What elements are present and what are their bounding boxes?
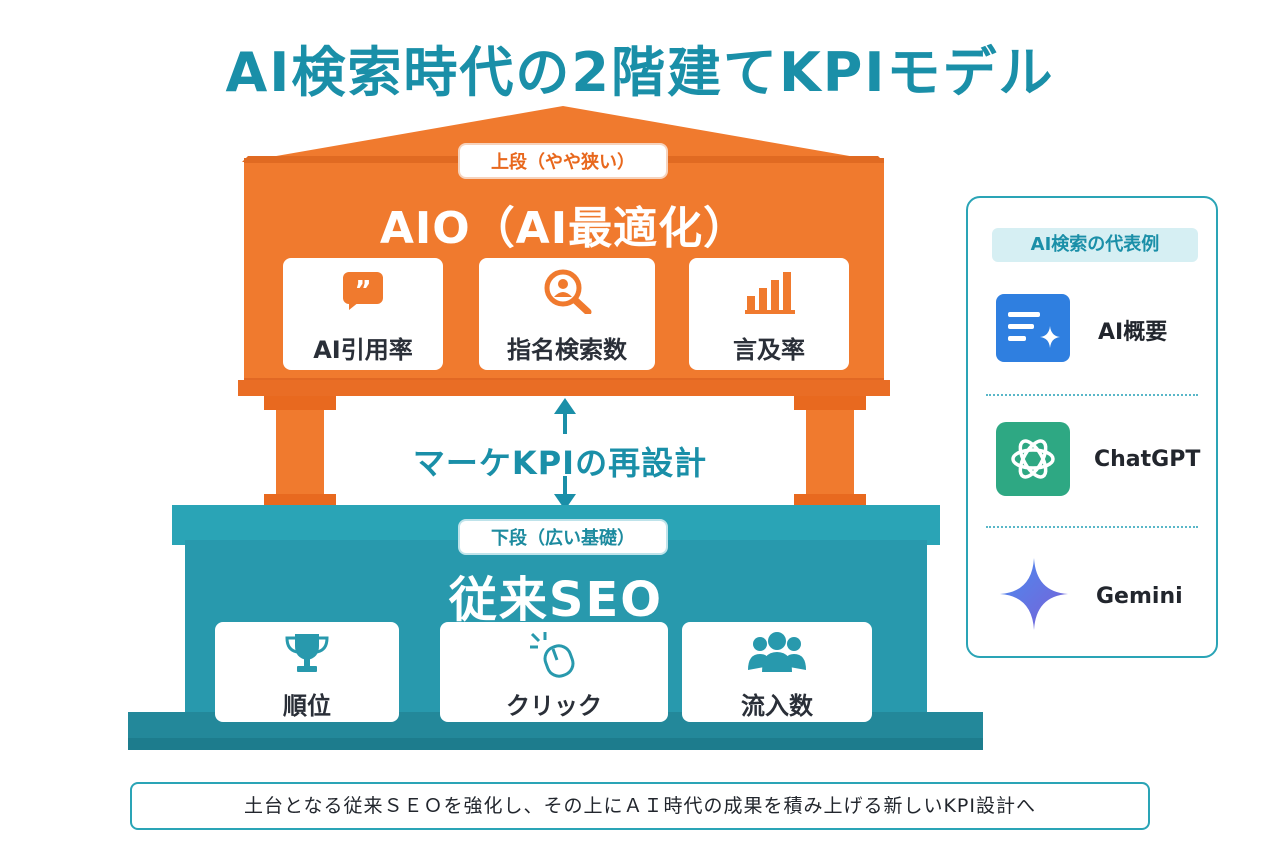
upper-floor-base bbox=[238, 380, 890, 396]
page-title: AI検索時代の2階建てKPIモデル bbox=[225, 41, 1055, 104]
gemini-icon bbox=[1000, 558, 1068, 630]
kpi-label: 指名検索数 bbox=[507, 336, 627, 364]
right-column-capital bbox=[794, 396, 866, 410]
right-column bbox=[806, 410, 854, 496]
tool-label-gemini: Gemini bbox=[1096, 584, 1183, 609]
people-icon bbox=[748, 632, 806, 672]
footer-message: 土台となる従来ＳＥＯを強化し、その上にＡＩ時代の成果を積み上げる新しいKPI設計… bbox=[130, 782, 1150, 830]
tool-label-ai-overview: AI概要 bbox=[1098, 320, 1168, 345]
lower-floor-ground bbox=[128, 738, 983, 750]
svg-text:”: ” bbox=[354, 276, 371, 306]
panel-divider bbox=[986, 394, 1198, 396]
kpi-label: 順位 bbox=[283, 692, 331, 720]
kpi-label: 言及率 bbox=[733, 336, 805, 364]
upper-title: AIO（AI最適化） bbox=[379, 203, 749, 254]
right-column-base bbox=[794, 494, 866, 508]
trophy-icon bbox=[285, 634, 329, 672]
tool-label-chatgpt: ChatGPT bbox=[1094, 447, 1201, 472]
person-search-icon bbox=[544, 269, 592, 314]
left-column bbox=[276, 410, 324, 496]
kpi-label: 流入数 bbox=[741, 692, 813, 720]
quote-icon: ” bbox=[343, 272, 383, 310]
mouse-click-icon bbox=[530, 632, 575, 678]
kpi-card-traffic: 流入数 bbox=[682, 622, 872, 722]
ai-overview-icon bbox=[996, 294, 1070, 362]
kpi-label: AI引用率 bbox=[313, 336, 413, 364]
kpi-redesign-label: マーケKPIの再設計 bbox=[412, 444, 708, 482]
left-column-capital bbox=[264, 396, 336, 410]
kpi-card-ranking: 順位 bbox=[215, 622, 399, 722]
kpi-label: クリック bbox=[506, 692, 602, 720]
lower-title: 従来SEO bbox=[448, 572, 664, 628]
double-arrow-icon bbox=[554, 398, 576, 510]
panel-divider bbox=[986, 526, 1198, 528]
kpi-card-ai-citation: ” AI引用率 bbox=[283, 258, 443, 370]
bar-chart-icon bbox=[745, 272, 795, 314]
kpi-card-clicks: クリック bbox=[440, 622, 668, 722]
panel-title: AI検索の代表例 bbox=[992, 228, 1198, 262]
upper-tag: 上段（やや狭い） bbox=[458, 143, 668, 179]
kpi-card-mention-rate: 言及率 bbox=[689, 258, 849, 370]
lower-tag: 下段（広い基礎） bbox=[458, 519, 668, 555]
kpi-card-branded-search: 指名検索数 bbox=[479, 258, 655, 370]
chatgpt-icon bbox=[996, 422, 1070, 496]
left-column-base bbox=[264, 494, 336, 508]
